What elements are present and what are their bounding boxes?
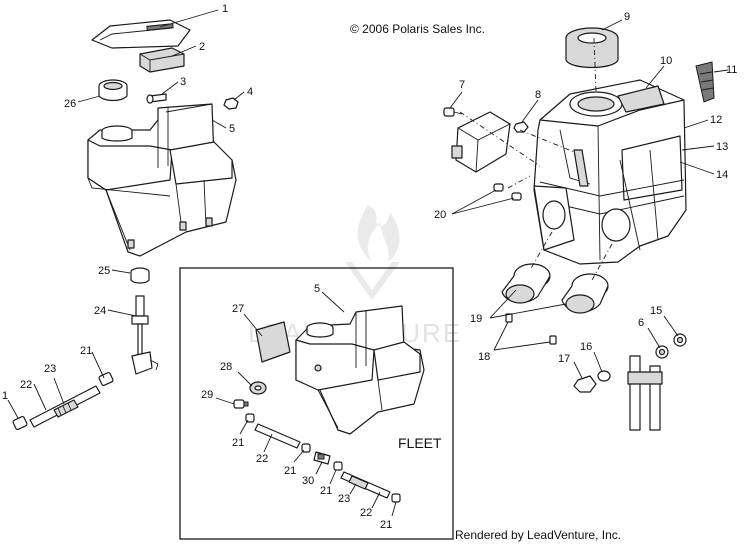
inset-callout-30: 30 bbox=[302, 475, 314, 487]
callout-22: 22 bbox=[20, 379, 32, 391]
callout-15: 15 bbox=[650, 305, 662, 317]
inset-callout-22-b: 22 bbox=[360, 507, 372, 519]
inset-part-27-label-sheet bbox=[255, 321, 291, 363]
inset-hose-assembly bbox=[245, 413, 401, 503]
inset-callout-21-c: 21 bbox=[320, 485, 332, 497]
inset-callout-21-d: 21 bbox=[380, 519, 392, 531]
callout-17: 17 bbox=[558, 353, 570, 365]
callout-6: 6 bbox=[638, 317, 644, 329]
callout-12: 12 bbox=[710, 114, 722, 126]
part-15-bushing bbox=[673, 333, 687, 347]
part-11-clip bbox=[695, 61, 715, 103]
callout-1: 1 bbox=[222, 3, 228, 15]
part-7-bolt bbox=[443, 107, 463, 117]
callout-23: 23 bbox=[44, 363, 56, 375]
inset-part-28-grommet bbox=[249, 381, 267, 395]
inset-callout-21-b: 21 bbox=[284, 465, 296, 477]
part-16-grommet bbox=[597, 370, 611, 382]
leaders-inset bbox=[215, 291, 397, 517]
callout-10: 10 bbox=[660, 55, 672, 67]
inset-part-29-fitting bbox=[233, 399, 249, 409]
callout-14: 14 bbox=[716, 169, 728, 181]
callout-26: 26 bbox=[64, 98, 76, 110]
callout-5: 5 bbox=[229, 123, 235, 135]
part-18-screws bbox=[505, 313, 557, 345]
callout-9: 9 bbox=[624, 11, 630, 23]
part-6-washer bbox=[655, 345, 669, 359]
part-20-screws bbox=[493, 183, 522, 201]
inset-callout-23: 23 bbox=[338, 493, 350, 505]
callout-16: 16 bbox=[580, 341, 592, 353]
part-5-reservoir-tank bbox=[87, 103, 237, 257]
part-24-level-sensor bbox=[131, 295, 159, 375]
callout-20: 20 bbox=[434, 209, 446, 221]
part-2-foam-block bbox=[139, 47, 185, 73]
part-25-grommet bbox=[130, 267, 150, 284]
leaders-right bbox=[449, 19, 729, 379]
part-1-cover bbox=[91, 19, 191, 49]
callout-18: 18 bbox=[478, 351, 490, 363]
callout-21: 21 bbox=[80, 345, 92, 357]
part-3-screw bbox=[146, 93, 167, 104]
inset-callout-21-a: 21 bbox=[232, 437, 244, 449]
callout-7: 7 bbox=[459, 79, 465, 91]
callout-13: 13 bbox=[716, 141, 728, 153]
callout-11: 11 bbox=[726, 64, 737, 76]
callout-25: 25 bbox=[98, 265, 110, 277]
callout-8: 8 bbox=[535, 89, 541, 101]
callout-19: 19 bbox=[470, 313, 482, 325]
mounting-bracket-partial bbox=[627, 355, 663, 431]
callout-24: 24 bbox=[94, 305, 106, 317]
part-17-bolt bbox=[573, 375, 597, 393]
fleet-label: FLEET bbox=[398, 435, 442, 451]
callout-1-hose-end: 1 bbox=[2, 390, 8, 402]
hose-assembly-left bbox=[12, 371, 114, 431]
callout-2: 2 bbox=[199, 41, 205, 53]
part-19-boots bbox=[501, 263, 609, 314]
inset-callout-27: 27 bbox=[232, 303, 244, 315]
assembly-lines-right bbox=[459, 37, 613, 281]
electronic-module bbox=[451, 111, 511, 173]
copyright-text: © 2006 Polaris Sales Inc. bbox=[350, 22, 485, 36]
part-9-foam-ring bbox=[565, 27, 619, 69]
fleet-inset-frame bbox=[179, 267, 454, 540]
callout-4: 4 bbox=[247, 86, 253, 98]
inset-callout-22-a: 22 bbox=[256, 453, 268, 465]
part-10-airbox-body bbox=[533, 79, 687, 265]
inset-part-5-reservoir-tank bbox=[295, 305, 425, 435]
inset-callout-5: 5 bbox=[314, 283, 320, 295]
part-26-cap bbox=[98, 79, 128, 102]
inset-callout-29: 29 bbox=[201, 389, 213, 401]
callout-3: 3 bbox=[180, 76, 186, 88]
rendered-by-text: Rendered by LeadVenture, Inc. bbox=[455, 528, 621, 542]
part-4-nut bbox=[223, 97, 239, 110]
inset-callout-28: 28 bbox=[220, 361, 232, 373]
leaders-left bbox=[7, 9, 245, 419]
